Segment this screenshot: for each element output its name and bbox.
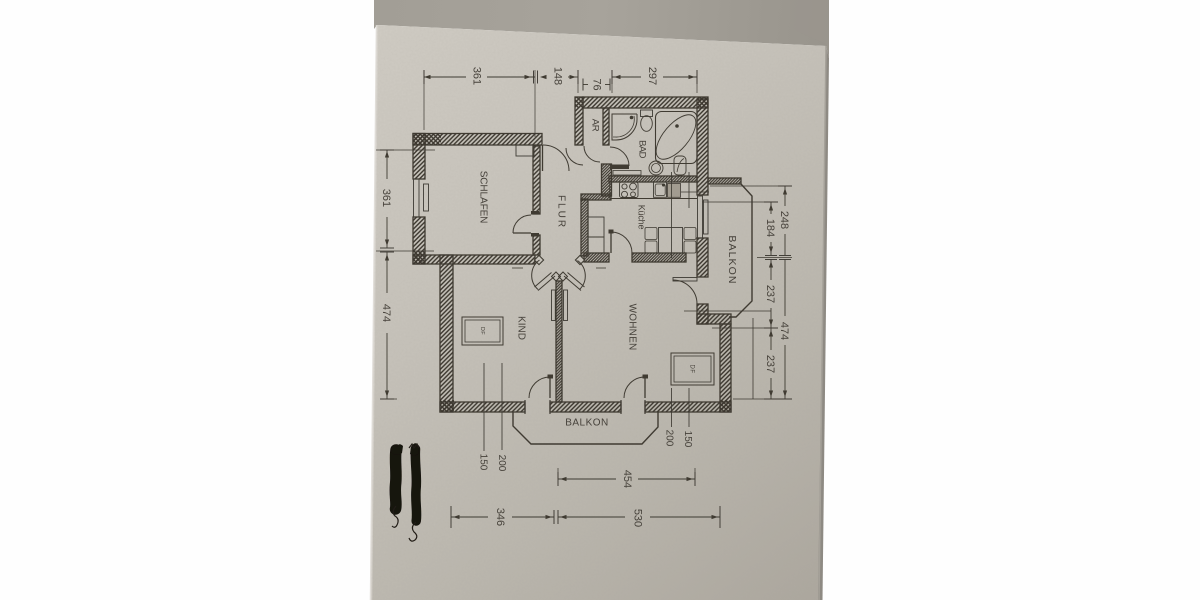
- svg-text:150: 150: [682, 431, 693, 448]
- svg-text:150: 150: [477, 454, 488, 471]
- svg-text:BALKON: BALKON: [726, 235, 738, 284]
- svg-text:WOHNEN: WOHNEN: [626, 304, 637, 351]
- svg-text:KIND: KIND: [515, 316, 526, 340]
- svg-text:200: 200: [663, 430, 674, 447]
- svg-text:DF: DF: [479, 327, 485, 335]
- svg-text:237: 237: [764, 355, 776, 373]
- svg-text:BAD: BAD: [636, 140, 647, 158]
- svg-text:237: 237: [764, 285, 776, 303]
- svg-text:SCHLAFEN: SCHLAFEN: [477, 171, 488, 224]
- svg-text:474: 474: [380, 304, 392, 322]
- svg-text:DF: DF: [688, 365, 694, 374]
- svg-text:200: 200: [496, 455, 507, 472]
- svg-text:AR: AR: [589, 119, 600, 132]
- svg-text:Küche: Küche: [637, 205, 647, 230]
- svg-text:FLUR: FLUR: [555, 195, 566, 229]
- svg-text:148: 148: [552, 67, 564, 85]
- svg-text:454: 454: [621, 470, 633, 488]
- svg-text:BALKON: BALKON: [565, 418, 609, 429]
- svg-text:248: 248: [778, 211, 790, 229]
- svg-text:184: 184: [764, 219, 776, 237]
- svg-text:361: 361: [380, 189, 392, 207]
- svg-text:297: 297: [646, 67, 658, 85]
- svg-text:76: 76: [591, 78, 603, 90]
- svg-text:530: 530: [632, 509, 644, 527]
- svg-text:361: 361: [471, 67, 483, 85]
- svg-text:474: 474: [778, 322, 790, 340]
- svg-text:346: 346: [494, 508, 506, 526]
